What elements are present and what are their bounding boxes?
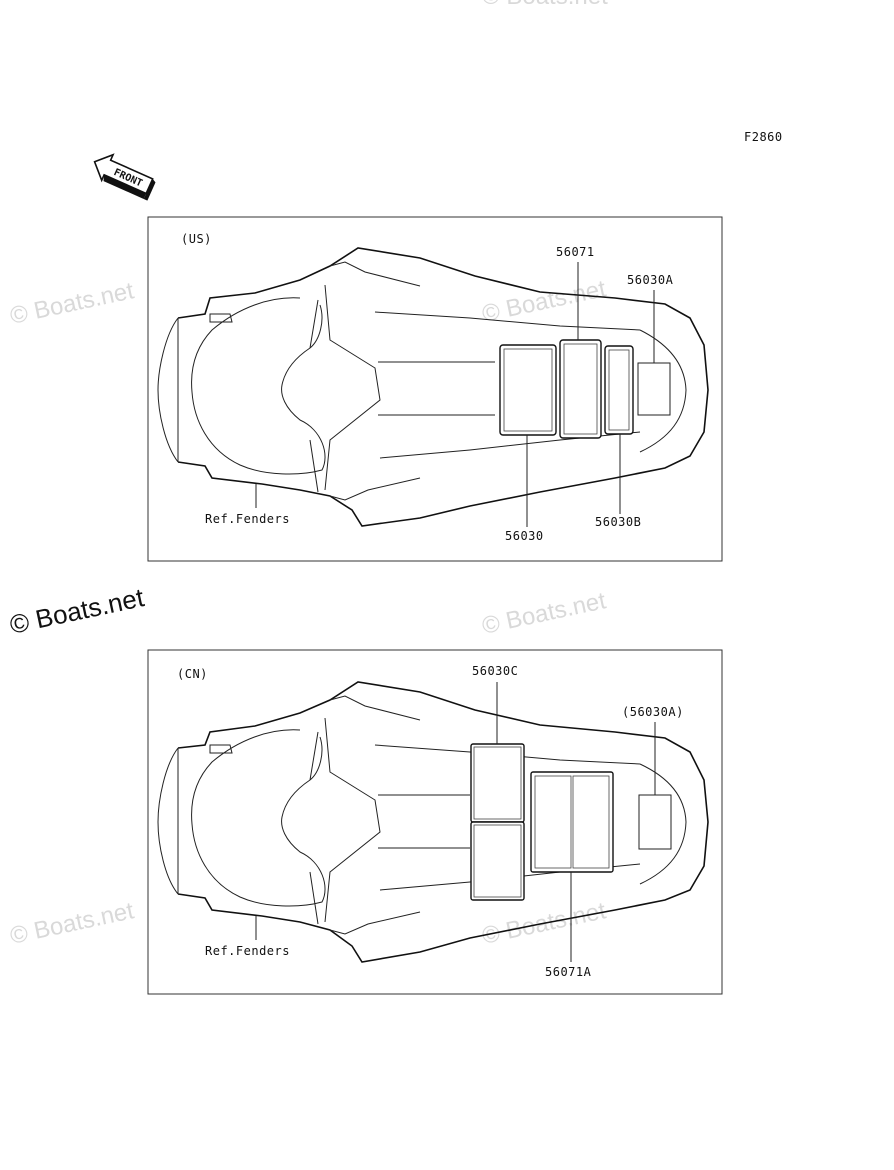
seat-outline xyxy=(157,247,709,527)
watermark: © Boats.net xyxy=(480,275,609,328)
watermark-prominent: © Boats.net xyxy=(7,582,147,640)
region-label: (US) xyxy=(181,232,212,246)
decal-inner xyxy=(473,746,522,820)
decal-inner xyxy=(572,775,610,869)
callout-56071: 56071 xyxy=(556,245,595,259)
seat-outline xyxy=(157,681,709,963)
decal-56071 xyxy=(559,339,602,439)
decal-56030 xyxy=(499,344,557,436)
ref-fenders-label: Ref.Fenders xyxy=(205,944,290,958)
decal-inner xyxy=(503,348,553,432)
decal-inner xyxy=(608,349,630,431)
decal-56030c-lower xyxy=(470,821,525,901)
panel-cn: (CN) xyxy=(147,649,723,995)
callout-56030a: 56030A xyxy=(627,273,674,287)
decal-inner xyxy=(473,824,522,898)
decal-56030a xyxy=(637,362,671,416)
figure-code: F2860 xyxy=(744,130,783,144)
panel-frame xyxy=(147,216,723,562)
watermark: © Boats.net xyxy=(480,587,609,640)
front-arrow-icon: FRONT xyxy=(93,153,156,201)
ref-fenders-label: Ref.Fenders xyxy=(205,512,290,526)
callout-56030c: 56030C xyxy=(472,664,518,678)
watermark: © Boats.net xyxy=(8,897,137,950)
decal-inner xyxy=(534,775,572,869)
callout-56030: 56030 xyxy=(505,529,544,543)
callout-56030a-optional: (56030A) xyxy=(622,705,684,719)
panel-frame xyxy=(147,649,723,995)
watermark: © Boats.net xyxy=(20,0,146,4)
decal-inner xyxy=(563,343,598,435)
region-label: (CN) xyxy=(177,667,208,681)
decal-56030c-upper xyxy=(470,743,525,823)
panel-us: (US) xyxy=(147,216,723,562)
callout-56071a: 56071A xyxy=(545,965,592,979)
decal-56030b xyxy=(604,345,634,435)
watermark: © Boats.net xyxy=(482,0,608,10)
decal-56030a xyxy=(638,794,672,850)
callout-56030b: 56030B xyxy=(595,515,641,529)
decal-56071a xyxy=(530,771,614,873)
watermark: © Boats.net xyxy=(8,277,137,330)
